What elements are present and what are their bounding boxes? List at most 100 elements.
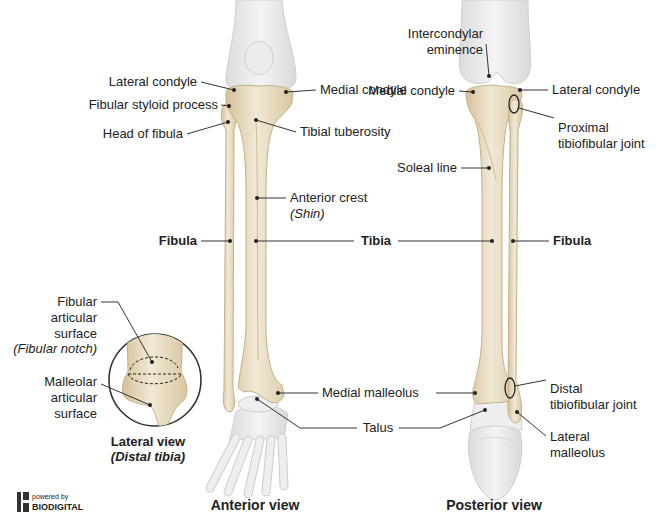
- inset-lateral-view: [109, 330, 201, 428]
- leader-dot: [284, 90, 288, 94]
- leader-dot: [254, 118, 258, 122]
- leader-line: [256, 241, 354, 242]
- part-label: Lateral condyle: [552, 82, 640, 98]
- logo-mark: [17, 492, 21, 512]
- foot-anterior: [282, 438, 284, 486]
- logo-mark: [17, 492, 29, 512]
- part-label: Head of fibula: [103, 126, 183, 142]
- foot-anterior: [228, 440, 248, 492]
- part-label: (Shin): [290, 206, 325, 222]
- watermark-text: powered by: [32, 492, 68, 502]
- leader-dot: [255, 397, 259, 401]
- leader-line: [257, 399, 357, 428]
- part-label: Fibular styloid process: [89, 97, 218, 113]
- inset-lateral-view: [122, 330, 187, 428]
- part-label: Fibular articular surface: [33, 294, 97, 342]
- fibula-anterior: [221, 103, 236, 412]
- part-label: Fibula: [159, 233, 197, 249]
- leader-dot: [483, 408, 487, 412]
- leader-dot: [490, 239, 494, 243]
- part-label: (Distal tibia): [111, 449, 185, 465]
- joint-outline: [505, 378, 515, 398]
- leader-line: [459, 91, 473, 92]
- leader-dot: [511, 239, 515, 243]
- femur-posterior: [459, 0, 530, 84]
- foot-anterior: [266, 440, 271, 492]
- femur-anterior: [245, 41, 273, 75]
- leader-line: [461, 168, 489, 169]
- leader-dot: [515, 410, 519, 414]
- femur-anterior: [226, 0, 296, 91]
- fibula-anterior: [221, 103, 236, 412]
- part-label: Anterior crest: [290, 190, 367, 206]
- tibia-anterior: [226, 85, 293, 402]
- foot-anterior: [228, 440, 248, 492]
- foot-anterior: [210, 396, 288, 494]
- inset-lateral-view: [130, 357, 178, 370]
- leader-dot: [227, 104, 231, 108]
- leader-line: [257, 198, 286, 199]
- leader-line: [513, 241, 549, 242]
- leader-line: [286, 90, 316, 92]
- part-label: (Fibular notch): [13, 341, 97, 357]
- part-label: Medial malleolus: [322, 385, 419, 401]
- leader-dot: [226, 120, 230, 124]
- leader-line: [256, 120, 296, 132]
- part-label: Distal tibiofibular joint: [550, 381, 638, 413]
- leader-line: [515, 380, 546, 386]
- inset-lateral-view: [128, 374, 182, 375]
- leader-line: [486, 44, 489, 76]
- leader-dot: [487, 74, 491, 78]
- logo-mark: [23, 492, 29, 500]
- tibia-anterior: [226, 85, 293, 402]
- leader-dot: [150, 360, 154, 364]
- leader-line: [398, 241, 492, 242]
- part-label: Talus: [363, 420, 393, 436]
- leader-dot: [232, 88, 236, 92]
- leader-dot: [148, 403, 152, 407]
- leader-line: [187, 122, 228, 134]
- leader-line: [399, 410, 485, 428]
- part-label: Lateral view: [111, 434, 185, 450]
- part-label: Intercondylar eminence: [391, 26, 483, 58]
- fibula-posterior: [508, 100, 523, 423]
- foot-anterior: [266, 440, 271, 492]
- inset-lateral-view: [128, 374, 182, 384]
- leader-dot: [487, 166, 491, 170]
- part-label: Tibial tuberosity: [300, 124, 391, 140]
- foot-posterior: [468, 426, 521, 500]
- leader-line: [436, 393, 475, 394]
- leader-dot: [471, 90, 475, 94]
- leader-dot: [255, 196, 259, 200]
- part-label: Malleolar articular surface: [33, 374, 97, 422]
- part-label: Tibia: [361, 233, 391, 249]
- joint-outline: [509, 95, 519, 113]
- foot-anterior: [282, 438, 284, 486]
- femur-posterior: [459, 0, 530, 84]
- watermark-text: BIODIGITAL: [32, 501, 83, 513]
- leader-dot: [148, 74, 522, 414]
- foot-posterior: [478, 437, 514, 442]
- leader-line: [101, 302, 152, 362]
- view-caption: Posterior view: [446, 497, 542, 514]
- part-label: Soleal line: [397, 160, 457, 176]
- inset-lateral-view: [122, 330, 187, 428]
- part-label: Proximal tibiofibular joint: [558, 120, 646, 152]
- leader-dot: [276, 391, 280, 395]
- view-caption: Anterior view: [211, 497, 300, 514]
- leader-line: [201, 241, 230, 242]
- foot-anterior: [248, 440, 260, 494]
- part-label: Lateral malleolus: [550, 429, 622, 461]
- part-label: Lateral condyle: [109, 74, 197, 90]
- tibia-posterior: [478, 122, 496, 180]
- leader-line: [278, 393, 318, 394]
- leader-line: [519, 108, 554, 118]
- leader-line: [520, 90, 548, 91]
- leader-line: [101, 384, 150, 405]
- joint-outline: [505, 95, 519, 398]
- part-label: Fibula: [553, 233, 591, 249]
- logo-mark: [23, 503, 29, 512]
- leader-line: [517, 412, 546, 436]
